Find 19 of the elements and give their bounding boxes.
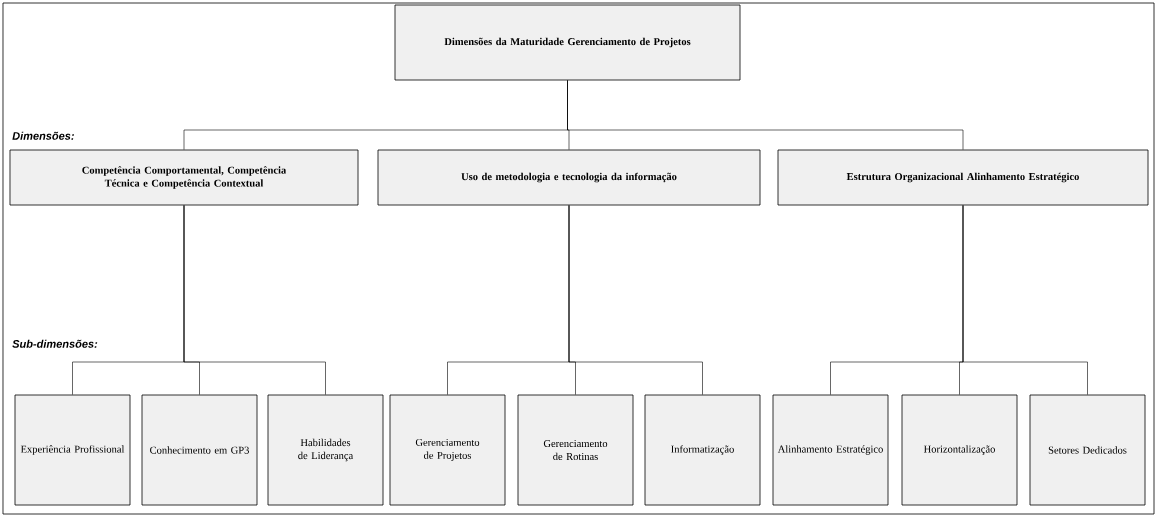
sub-dimension-box: Horizontalização	[901, 394, 1018, 506]
connector-line	[567, 80, 964, 150]
sub-dimension-box: Alinhamento Estratégico	[772, 394, 889, 506]
sub-dimension-box: Habilidades de Liderança	[267, 394, 384, 506]
sub-dimension-box: Informatização	[644, 394, 761, 506]
dimension-box: Uso de metodologia e tecnologia da informação	[377, 149, 761, 206]
dimension-box: Competência Comportamental, Competência Técnica e Competência Contextual	[9, 149, 359, 206]
section-label: Sub-dimensões:	[12, 339, 98, 348]
dimension-box: Estrutura Organizacional Alinhamento Estratégico	[777, 149, 1149, 206]
sub-dimension-box: Gerenciamento de Projetos	[389, 394, 506, 506]
sub-dimension-box: Conhecimento em GP3	[141, 394, 258, 506]
connector-line	[183, 205, 326, 395]
sub-dimension-box: Gerenciamento de Rotinas	[517, 394, 634, 506]
connector-line	[962, 205, 1088, 395]
title-box: Dimensões da Maturidade Gerenciamento de Projetos	[394, 4, 741, 81]
sub-dimension-box: Setores Dedicados	[1029, 394, 1146, 506]
section-label: Dimensões:	[12, 131, 74, 140]
sub-dimension-box: Experiência Profissional	[14, 394, 131, 506]
connector-line	[568, 205, 703, 395]
